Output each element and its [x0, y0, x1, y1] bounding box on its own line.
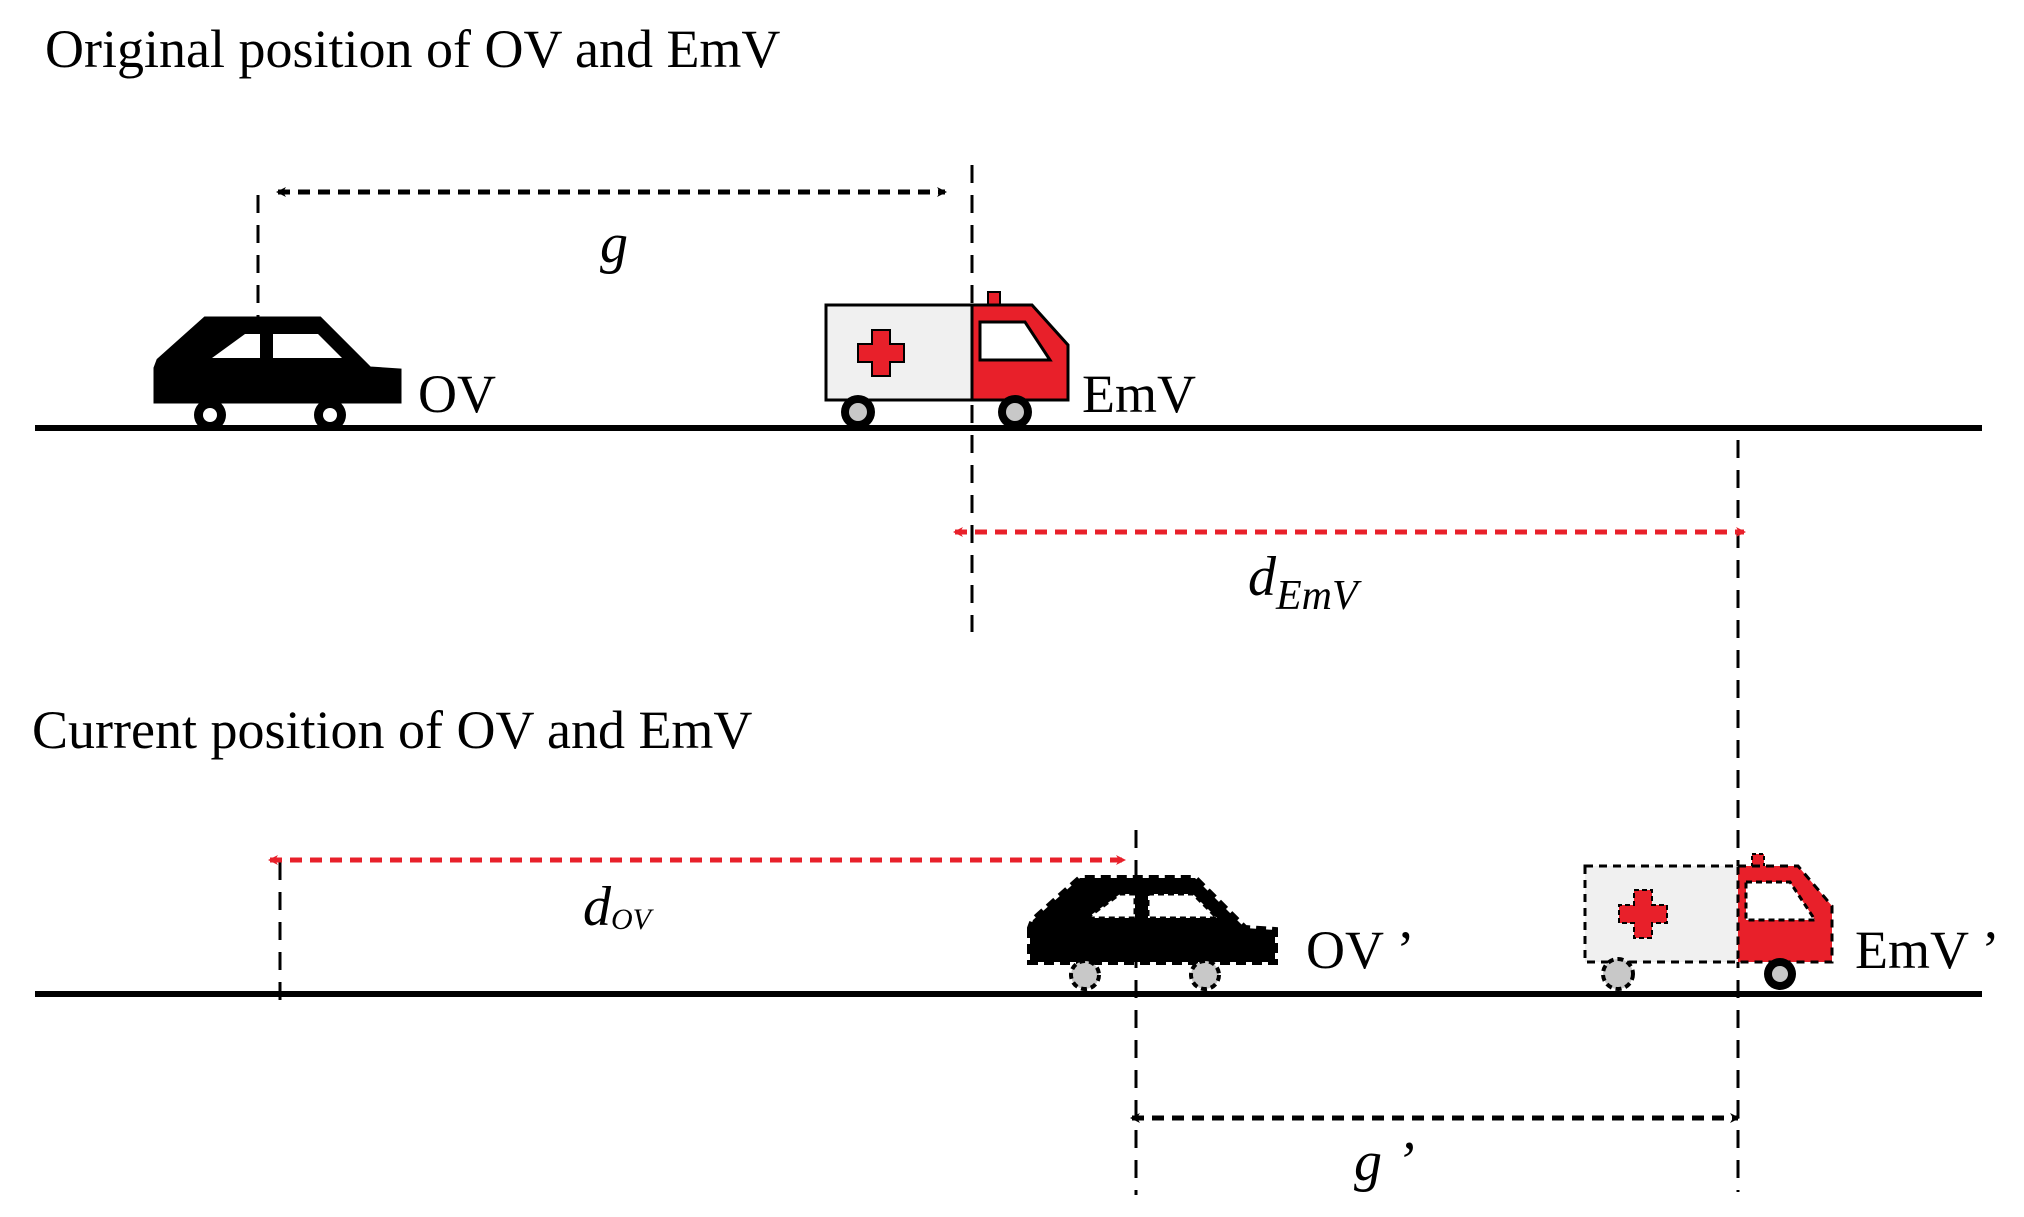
var-d-emv-base: d — [1248, 546, 1277, 608]
car-icon-ov-original — [153, 316, 402, 431]
label-ov: OV — [418, 364, 496, 424]
car-icon-ov-current — [1027, 875, 1278, 991]
var-d-ov-base: d — [583, 876, 612, 938]
var-d-emv-sub: EmV — [1275, 573, 1362, 619]
var-g-prime: g ’ — [1354, 1131, 1415, 1193]
ambulance-icon-emv-current — [1583, 853, 1834, 991]
label-emv-prime: EmV ’ — [1855, 920, 2000, 980]
var-d-emv: dEmV — [1248, 546, 1362, 619]
label-ov-prime: OV ’ — [1306, 920, 1415, 980]
var-d-ov: dOV — [583, 876, 655, 938]
var-g: g — [600, 213, 628, 275]
var-d-ov-sub: OV — [611, 903, 655, 936]
title-original: Original position of OV and EmV — [45, 19, 780, 79]
title-current: Current position of OV and EmV — [32, 700, 752, 760]
ambulance-icon-emv-original — [824, 291, 1070, 429]
label-emv: EmV — [1082, 364, 1196, 424]
